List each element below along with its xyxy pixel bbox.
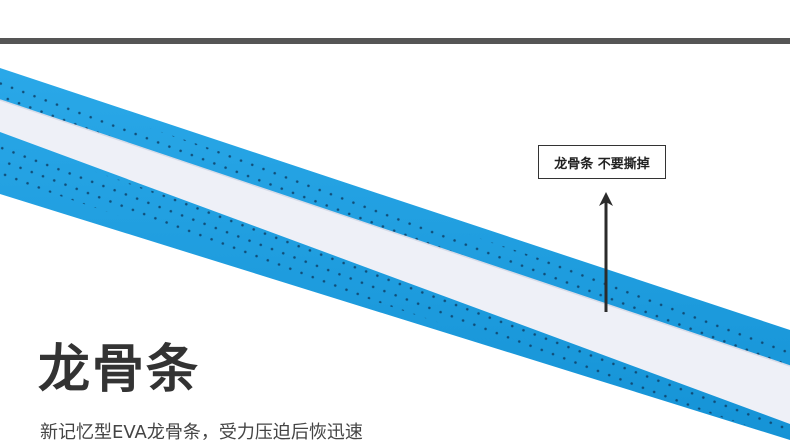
tape-perforations-upper: [0, 78, 790, 372]
spine-callout-label: 龙骨条 不要撕掉: [538, 145, 666, 179]
eva-spine-strip: [0, 100, 790, 424]
section-title: 龙骨条: [38, 340, 201, 400]
arrow-up-icon: [599, 192, 613, 312]
tape-perforations-lower: [0, 140, 790, 440]
top-divider-bar: [0, 38, 790, 44]
section-subtitle: 新记忆型EVA龙骨条，受力压迫后恢迅速: [40, 422, 363, 443]
